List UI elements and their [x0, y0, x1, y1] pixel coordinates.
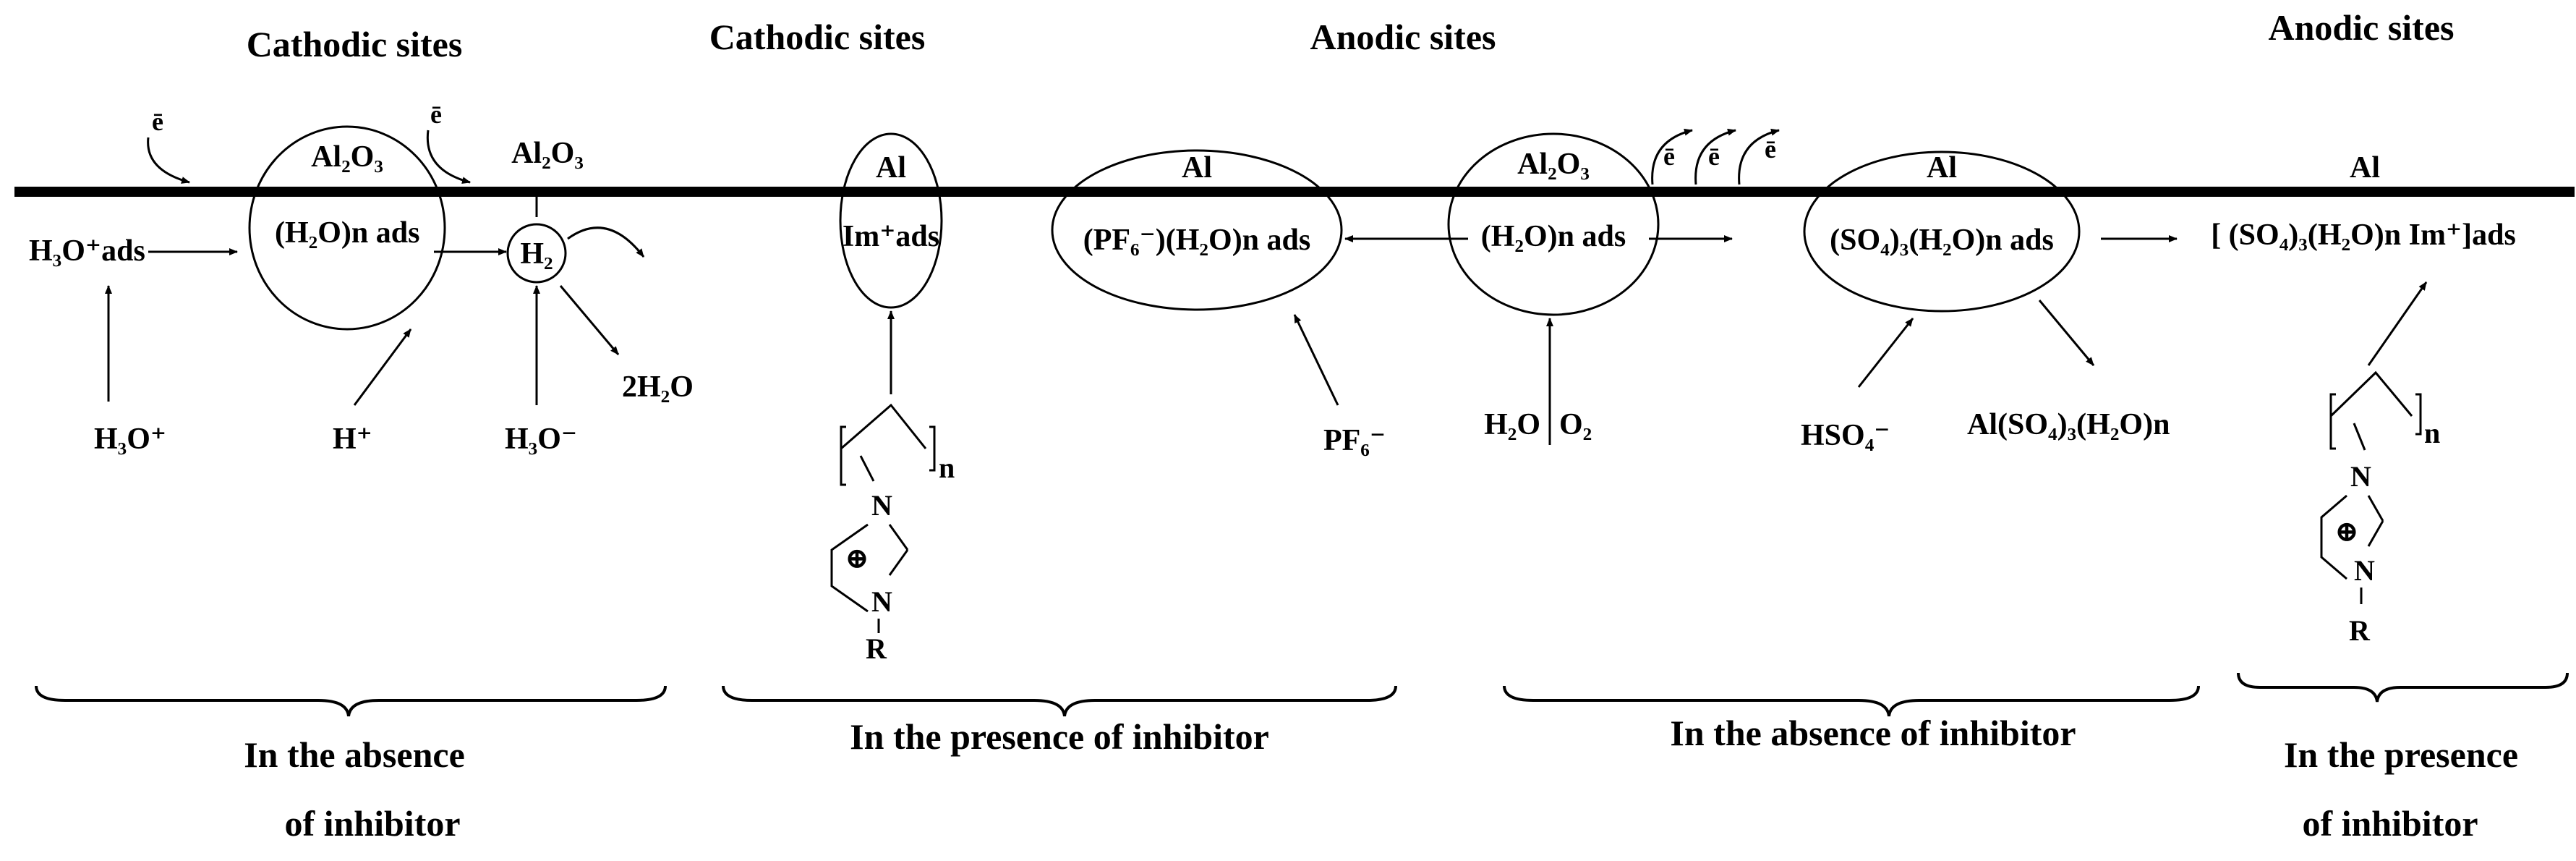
hydronium-label-2: H₃O⁻: [505, 423, 577, 456]
pf6-complex-label: (PF₆⁻)(H₂O)n ads: [1083, 224, 1311, 257]
electron-label: ē: [1663, 142, 1675, 171]
polymer-structure: n N ⊕ N R: [2320, 370, 2440, 647]
metal-surface-line: [14, 187, 2575, 197]
al-small-ellipse: [839, 132, 943, 309]
nitrogen-atom: N: [871, 585, 892, 618]
al-label: Al: [876, 151, 906, 184]
electron-arrow: [147, 137, 190, 184]
brace: [35, 685, 667, 717]
water-adsorbed-label: (H₂O)n ads: [1481, 220, 1626, 253]
oxide-label: Al₂O₃: [311, 140, 383, 174]
hydronium-adsorbed-label: H₃O⁺ads: [29, 234, 145, 268]
panel-cathodic-absence: ē Al₂O₃ (H₂O)n ads ē Al₂O₃ H₃O⁺ads H₂ 2H…: [29, 100, 694, 844]
electron-label: ē: [1708, 142, 1720, 171]
hydronium-label: H₃O⁺: [94, 423, 166, 456]
inhibitor-complex-label: [ (SO₄)₃(H₂O)n Im⁺]ads: [2211, 219, 2516, 252]
brace: [2237, 672, 2569, 703]
proton-label: H⁺: [333, 423, 372, 456]
r-group-atom: R: [866, 632, 887, 665]
electron-label: ē: [1765, 135, 1776, 164]
oxide-ellipse: [1447, 132, 1660, 316]
header-cathodic-sites-2: Cathodic sites: [709, 17, 926, 57]
charge-symbol: ⊕: [845, 542, 869, 574]
h2-label: H₂: [520, 237, 553, 271]
electron-arrow: [1738, 128, 1780, 185]
arrow-to-al-sulfate: [2038, 300, 2095, 366]
arrow-hplus-up: [353, 328, 412, 406]
nitrogen-atom: N: [2354, 554, 2375, 587]
panel-cathodic-presence: Al Im⁺ads Al (PF₆⁻)(H₂O)n ads n N ⊕ N R …: [722, 132, 1468, 757]
oxide-label: Al₂O₃: [1517, 148, 1590, 181]
brace: [722, 685, 1397, 717]
water-label: H₂O: [1484, 408, 1540, 441]
arrow-inhibitor-up: [2367, 281, 2428, 366]
two-water-label: 2H₂O: [622, 370, 694, 404]
polymer-n-label: n: [2424, 417, 2440, 449]
pf6-ion-label: PF₆⁻: [1323, 424, 1386, 457]
h2-circle: [506, 223, 567, 284]
brace: [1503, 685, 2200, 717]
sulfate-complex-label: (SO₄)₃(H₂O)n ads: [1830, 224, 2054, 257]
polymer-structure: n N ⊕ N R: [830, 403, 955, 665]
electron-label: ē: [152, 107, 163, 136]
imidazolium-adsorbed-label: Im⁺ads: [843, 220, 939, 253]
electron-label: ē: [430, 100, 442, 129]
al-large-ellipse: [1051, 149, 1343, 311]
arrow-hso4-up: [1857, 318, 1914, 388]
al-label: Al: [1927, 151, 1957, 184]
arrow-h2-to-water: [559, 285, 620, 355]
header-cathodic-sites-1: Cathodic sites: [247, 24, 463, 64]
caption: In the absence of inhibitor: [1670, 713, 2076, 753]
header-anodic-sites-1: Anodic sites: [1310, 17, 1496, 57]
bisulfate-label: HSO₄⁻: [1801, 419, 1890, 452]
panel-anodic-absence: Al₂O₃ (H₂O)n ads ē ē ē H₂O O₂ Al (SO₄)₃(…: [1447, 128, 2200, 753]
caption-line-2: of inhibitor: [2302, 803, 2478, 844]
caption-line-1: In the presence: [2284, 734, 2518, 775]
oxygen-label: O₂: [1559, 408, 1592, 441]
oxide-ellipse: [248, 125, 446, 331]
aluminium-sulfate-label: Al(SO₄)₃(H₂O)n: [1967, 408, 2170, 441]
r-group-atom: R: [2349, 614, 2371, 647]
caption-line-1: In the absence: [244, 734, 465, 775]
sulfate-ellipse: [1803, 150, 2081, 313]
caption-line-2: of inhibitor: [284, 803, 460, 844]
electron-arrow: [426, 130, 471, 184]
al-label: Al: [1182, 151, 1212, 184]
header-anodic-sites-2: Anodic sites: [2269, 7, 2455, 48]
caption: In the presence of inhibitor: [850, 716, 1269, 757]
arrow-pf6-up: [1293, 314, 1339, 406]
h2-release-arrow: [567, 226, 645, 258]
electron-arrow: [1651, 128, 1693, 185]
oxide-label-right: Al₂O₃: [511, 137, 584, 170]
nitrogen-atom: N: [2350, 460, 2371, 493]
polymer-n-label: n: [939, 451, 955, 484]
panel-anodic-presence: Al [ (SO₄)₃(H₂O)n Im⁺]ads n N ⊕ N R In t…: [2211, 151, 2569, 844]
water-adsorbed-label: (H₂O)n ads: [275, 216, 419, 250]
charge-symbol: ⊕: [2334, 515, 2359, 548]
al-label: Al: [2350, 151, 2380, 184]
electron-arrow: [1694, 128, 1736, 185]
nitrogen-atom: N: [871, 489, 892, 522]
